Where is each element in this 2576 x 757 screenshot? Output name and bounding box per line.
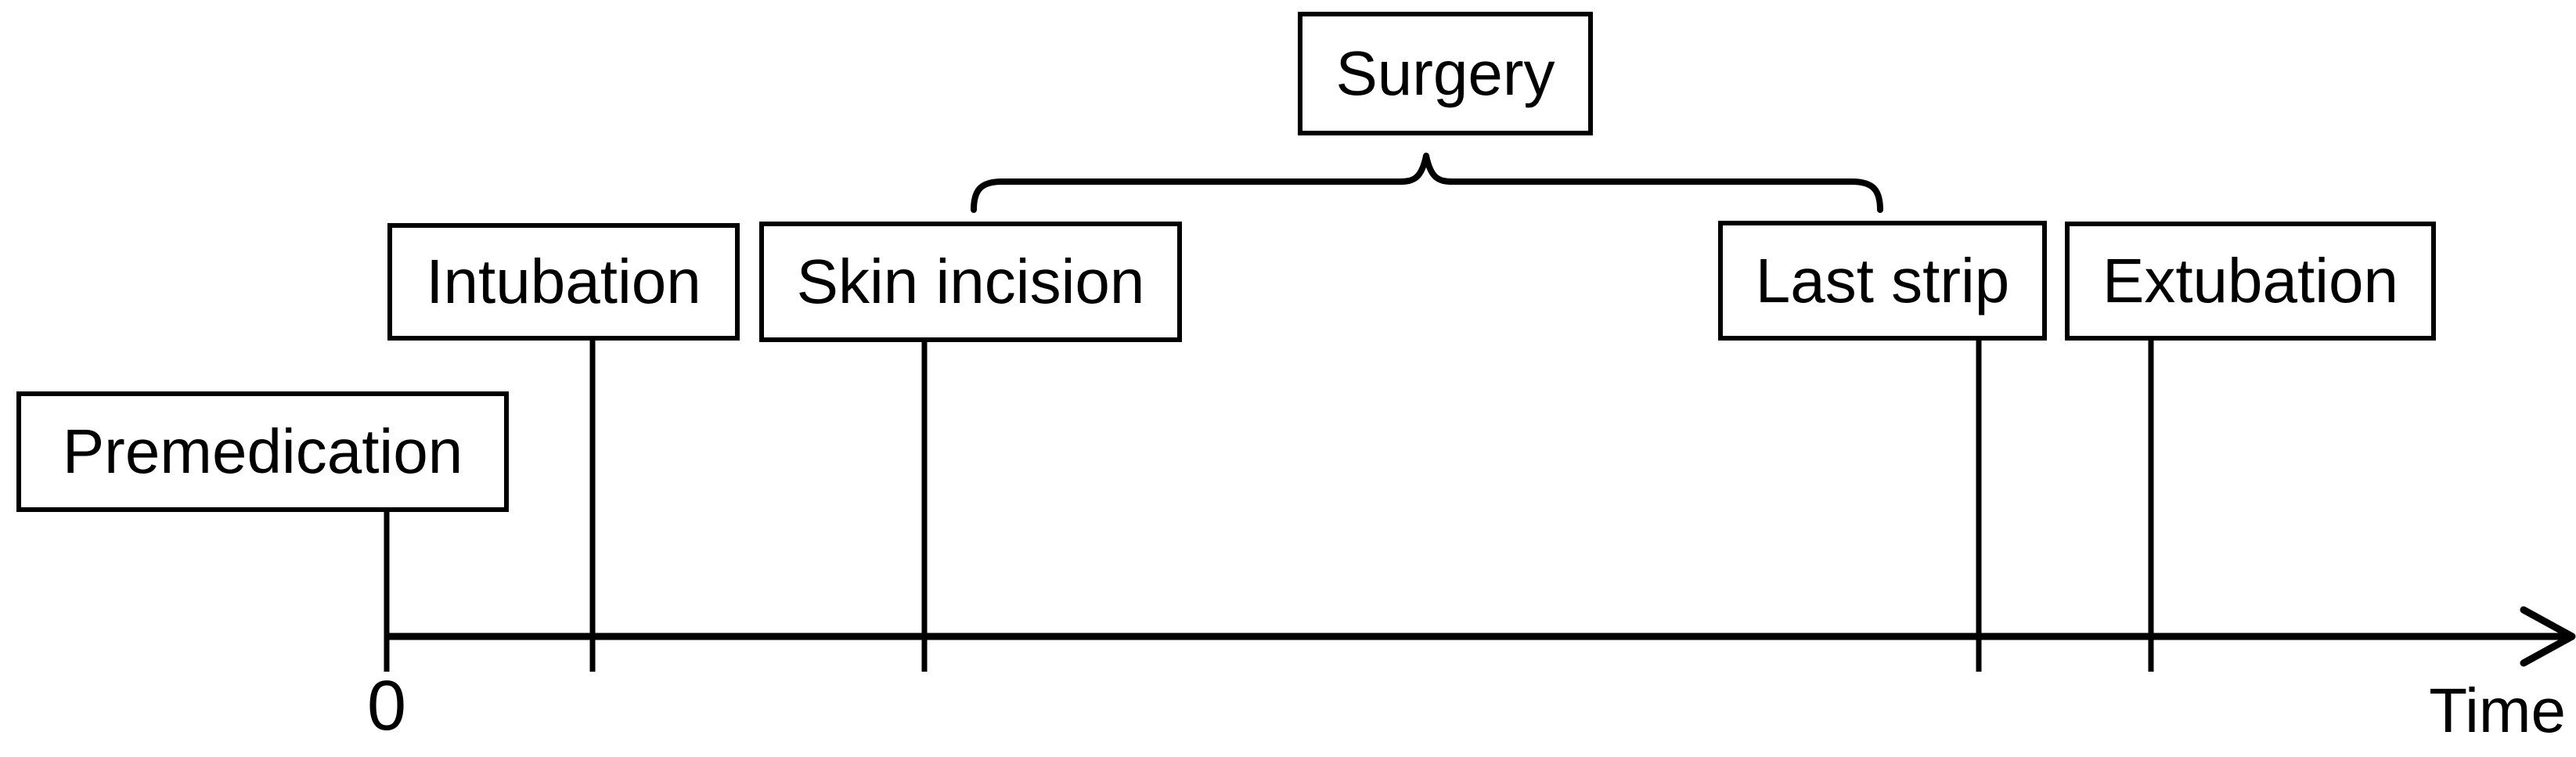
extubation-box: Extubation [2065, 222, 2436, 341]
last-strip-box: Last strip [1718, 221, 2047, 341]
premedication-box: Premedication [16, 391, 509, 512]
skin-incision-label: Skin incision [796, 247, 1145, 316]
axis-time-label: Time [2429, 676, 2566, 745]
surgery-box: Surgery [1298, 12, 1593, 135]
surgery-brace-icon [971, 153, 1883, 213]
premedication-label: Premedication [62, 416, 463, 486]
axis-arrowhead-icon [2520, 606, 2576, 667]
extubation-label: Extubation [2102, 246, 2399, 315]
axis-origin-tick-label: 0 [366, 667, 407, 745]
last-strip-label: Last strip [1755, 245, 2010, 315]
intubation-label: Intubation [426, 247, 701, 316]
skin-incision-box: Skin incision [759, 222, 1182, 342]
intubation-box: Intubation [387, 223, 740, 341]
surgery-label: Surgery [1335, 38, 1555, 108]
